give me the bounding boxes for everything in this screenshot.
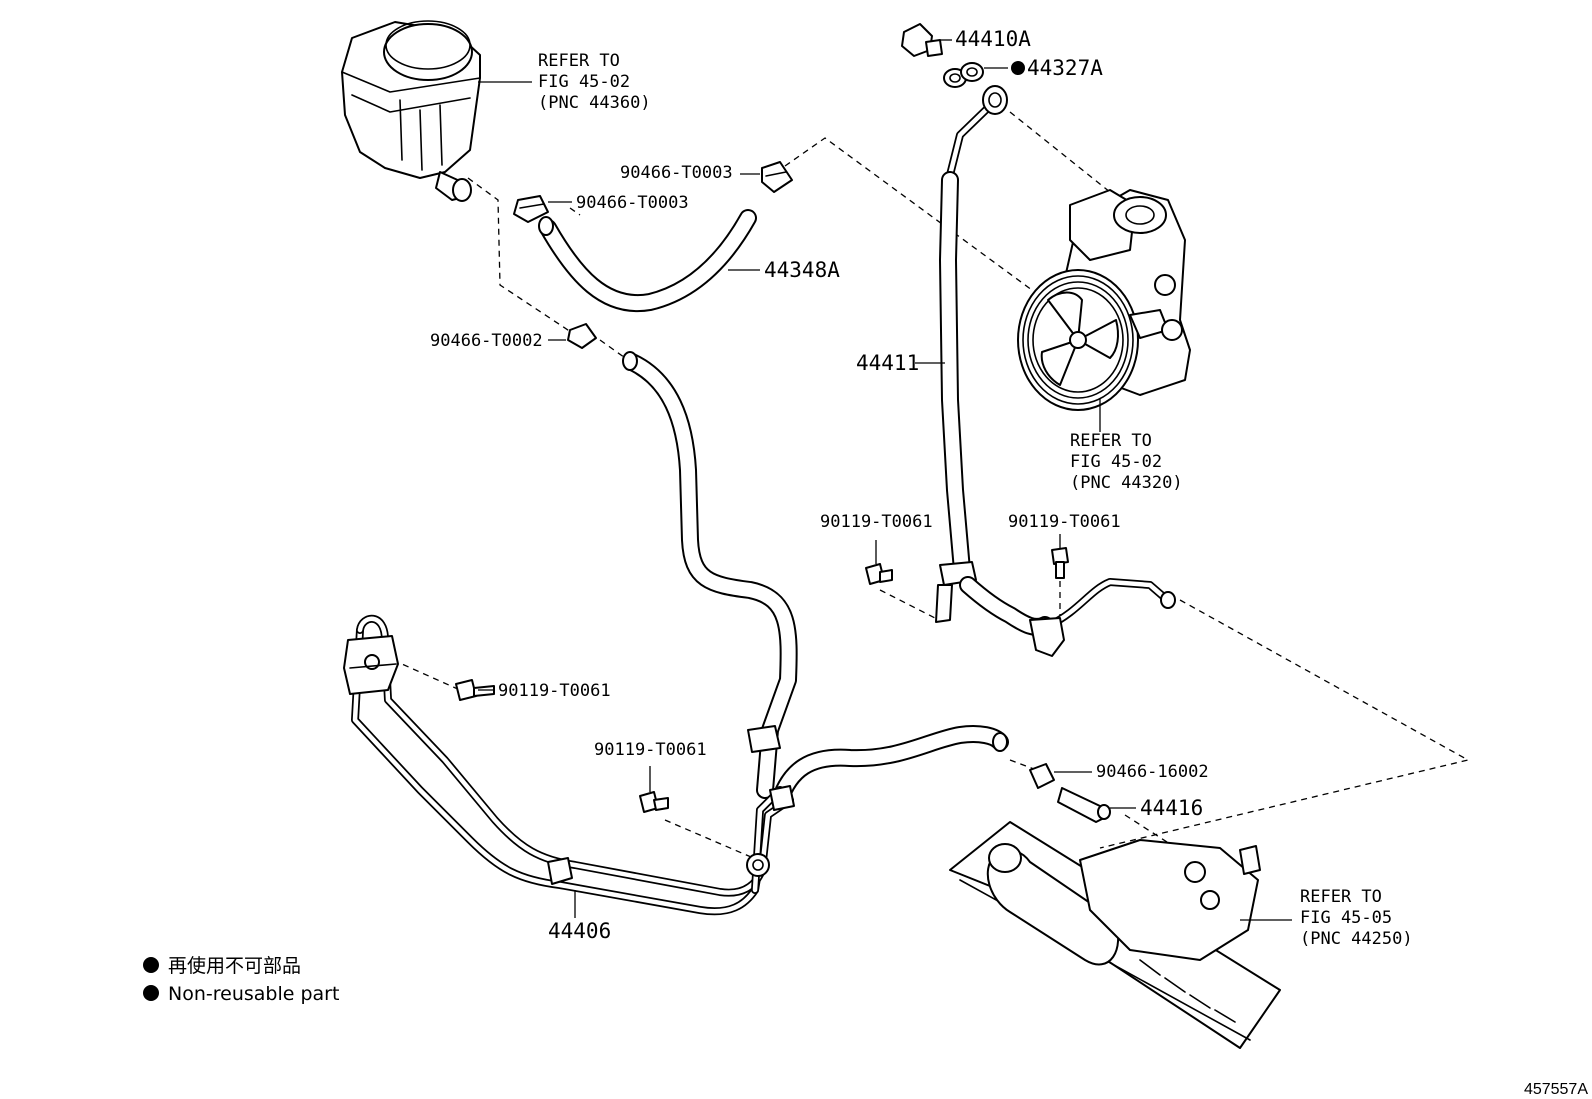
label-clip-top-right: 90466-T0003 — [620, 163, 733, 183]
refer-pump-line3: (PNC 44320) — [1070, 473, 1183, 493]
label-44411: 44411 — [856, 351, 919, 375]
legend-en: Non-reusable part — [168, 983, 339, 1005]
pipe-clamp — [547, 725, 795, 885]
hose-clip-right — [761, 161, 793, 193]
legend: 再使用不可部品 Non-reusable part — [143, 955, 339, 1005]
pipe-union — [746, 853, 770, 877]
tube-bracket — [343, 635, 399, 695]
legend-bullet-jp — [143, 957, 159, 973]
illustration-code: 457557A — [1524, 1081, 1588, 1098]
label-44348A: 44348A — [764, 258, 840, 282]
refer-gear-line2: FIG 45-05 — [1300, 908, 1392, 928]
refer-reservoir-line2: FIG 45-02 — [538, 72, 630, 92]
refer-pump-line1: REFER TO — [1070, 431, 1152, 451]
refer-pump-line2: FIG 45-02 — [1070, 452, 1162, 472]
label-bolt-pump-left: 90119-T0061 — [820, 512, 933, 532]
label-clip-top-left: 90466-T0003 — [576, 193, 689, 213]
hose-clip-lower — [567, 323, 597, 349]
legend-jp: 再使用不可部品 — [168, 955, 301, 977]
label-bolt-pump-right: 90119-T0061 — [1008, 512, 1121, 532]
refer-gear-line3: (PNC 44250) — [1300, 929, 1413, 949]
refer-reservoir-line3: (PNC 44360) — [538, 93, 651, 113]
label-bolt-center: 90119-T0061 — [594, 740, 707, 760]
hose-clip-return — [1029, 763, 1055, 789]
reservoir-tank — [341, 20, 481, 202]
label-44410A: 44410A — [955, 27, 1031, 51]
legend-bullet-en — [143, 985, 159, 1001]
steering-gear — [949, 821, 1281, 1049]
return-hose-gear — [771, 724, 1009, 809]
gasket-44327A — [943, 62, 984, 88]
return-hose — [622, 351, 798, 799]
refer-reservoir-line1: REFER TO — [538, 51, 620, 71]
label-44406: 44406 — [548, 919, 611, 943]
bolt-pump-right — [1051, 547, 1069, 579]
label-clip-lower: 90466-T0002 — [430, 331, 543, 351]
power-steering-pump — [1017, 189, 1191, 411]
non-reusable-marker — [1011, 61, 1025, 75]
pressure-tube-44406 — [351, 614, 794, 916]
union-44416 — [1057, 787, 1111, 823]
assembly-dashed-lines — [392, 111, 1470, 861]
label-clip-return: 90466-16002 — [1096, 762, 1209, 782]
bolt-center — [639, 791, 669, 813]
pressure-hose-44411 — [935, 85, 1176, 657]
hose-clip-left — [513, 195, 549, 223]
union-bolt-44410A — [901, 23, 943, 57]
bolt-pump-left — [865, 563, 893, 585]
refer-gear-line1: REFER TO — [1300, 887, 1382, 907]
suction-hose-44348A — [538, 209, 757, 313]
label-44416: 44416 — [1140, 796, 1203, 820]
label-44327A: 44327A — [1027, 56, 1103, 80]
label-bolt-bracket-left: 90119-T0061 — [498, 681, 611, 701]
bolt-bracket-left — [455, 679, 495, 701]
